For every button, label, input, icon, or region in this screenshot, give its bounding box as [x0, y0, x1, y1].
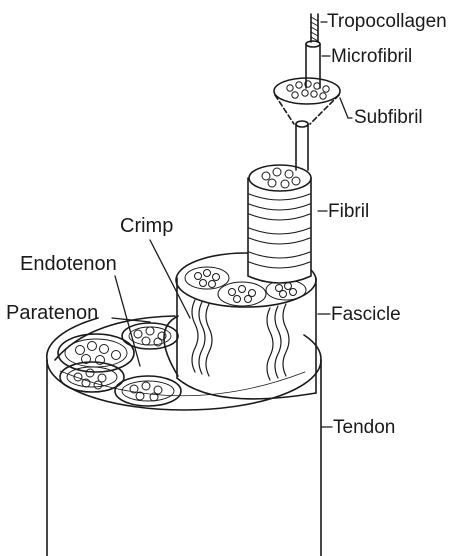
label-microfibril: Microfibril [331, 47, 412, 66]
tendon-cylinder [47, 318, 321, 556]
label-tendon: Tendon [333, 418, 395, 437]
label-paratenon: Paratenon [6, 303, 98, 323]
subfibril-cone [274, 78, 340, 124]
label-fibril: Fibril [328, 202, 369, 221]
label-crimp: Crimp [120, 216, 173, 236]
paratenon-top-face [55, 316, 181, 406]
label-tropocollagen: Tropocollagen [327, 12, 447, 31]
label-subfibril: Subfibril [354, 108, 423, 127]
label-endotenon: Endotenon [20, 254, 117, 274]
label-fascicle: Fascicle [331, 305, 401, 324]
subfibril-rod [296, 121, 308, 170]
tropocollagen-strand [311, 14, 318, 42]
